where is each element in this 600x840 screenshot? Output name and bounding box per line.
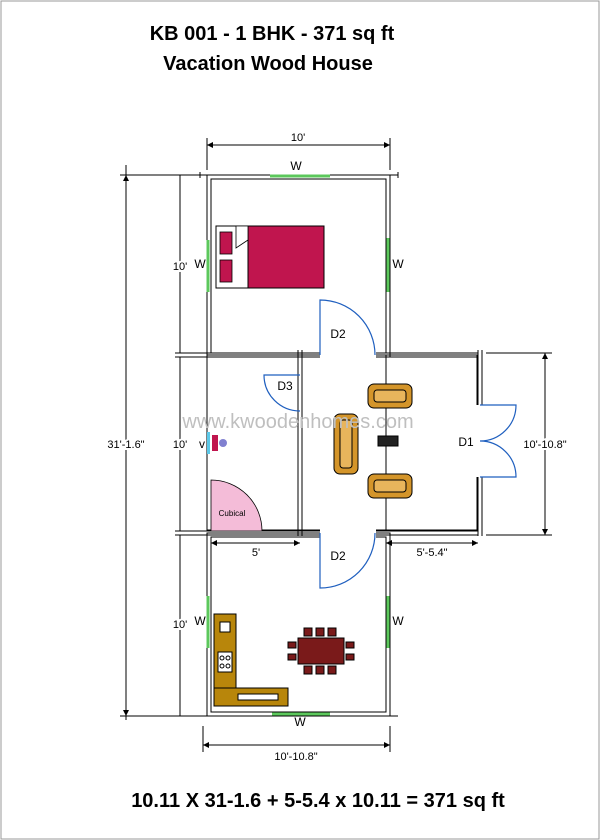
windows <box>206 174 390 716</box>
door-entry-swing <box>479 404 517 478</box>
watermark: www.kwoodenhomes.com <box>181 411 413 433</box>
dim-kitchen-height: 10' <box>173 619 187 631</box>
bed <box>215 225 325 289</box>
dining-table <box>287 627 355 675</box>
cubical-area <box>210 479 263 532</box>
dimension-arrows <box>123 142 548 748</box>
door-label-kitchen: D2 <box>330 549 346 563</box>
kitchen-counter <box>213 613 289 707</box>
dim-top-width: 10' <box>291 132 305 144</box>
wc-icon <box>219 439 227 447</box>
vent-label: v <box>199 437 205 451</box>
door-cubicle-swing <box>263 374 301 412</box>
dim-cubicle-width: 5' <box>252 547 260 559</box>
door-bedroom-swing <box>319 299 376 356</box>
plan-title: KB 001 - 1 BHK - 371 sq ft <box>150 23 395 45</box>
living-furniture <box>333 383 413 499</box>
cubical-label: Cubical <box>219 509 246 518</box>
window-label: W <box>392 614 404 628</box>
dim-bottom-width: 10'-10.8" <box>274 751 317 763</box>
door-label-cubicle: D3 <box>277 379 293 393</box>
window-label: W <box>290 159 302 173</box>
window-label: W <box>294 715 306 729</box>
door-label-bedroom: D2 <box>330 327 346 341</box>
dim-bedroom-height: 10' <box>173 261 187 273</box>
window-label: W <box>194 257 206 271</box>
door-kitchen-swing <box>319 532 376 589</box>
dim-living-height: 10' <box>173 439 187 451</box>
area-formula: 10.11 X 31-1.6 + 5-5.4 x 10.11 = 371 sq … <box>131 790 505 812</box>
dim-overall-height: 31'-1.6" <box>107 439 144 451</box>
dim-extension-width: 5'-5.4" <box>416 547 447 559</box>
window-label: W <box>194 614 206 628</box>
plan-subtitle: Vacation Wood House <box>163 53 373 75</box>
vent-window <box>207 432 210 454</box>
dim-right-height: 10'-10.8" <box>523 439 566 451</box>
door-label-entry: D1 <box>458 435 474 449</box>
dimension-lines <box>120 138 552 752</box>
wash-basin <box>212 435 218 451</box>
doors <box>263 299 517 589</box>
window-label: W <box>392 257 404 271</box>
